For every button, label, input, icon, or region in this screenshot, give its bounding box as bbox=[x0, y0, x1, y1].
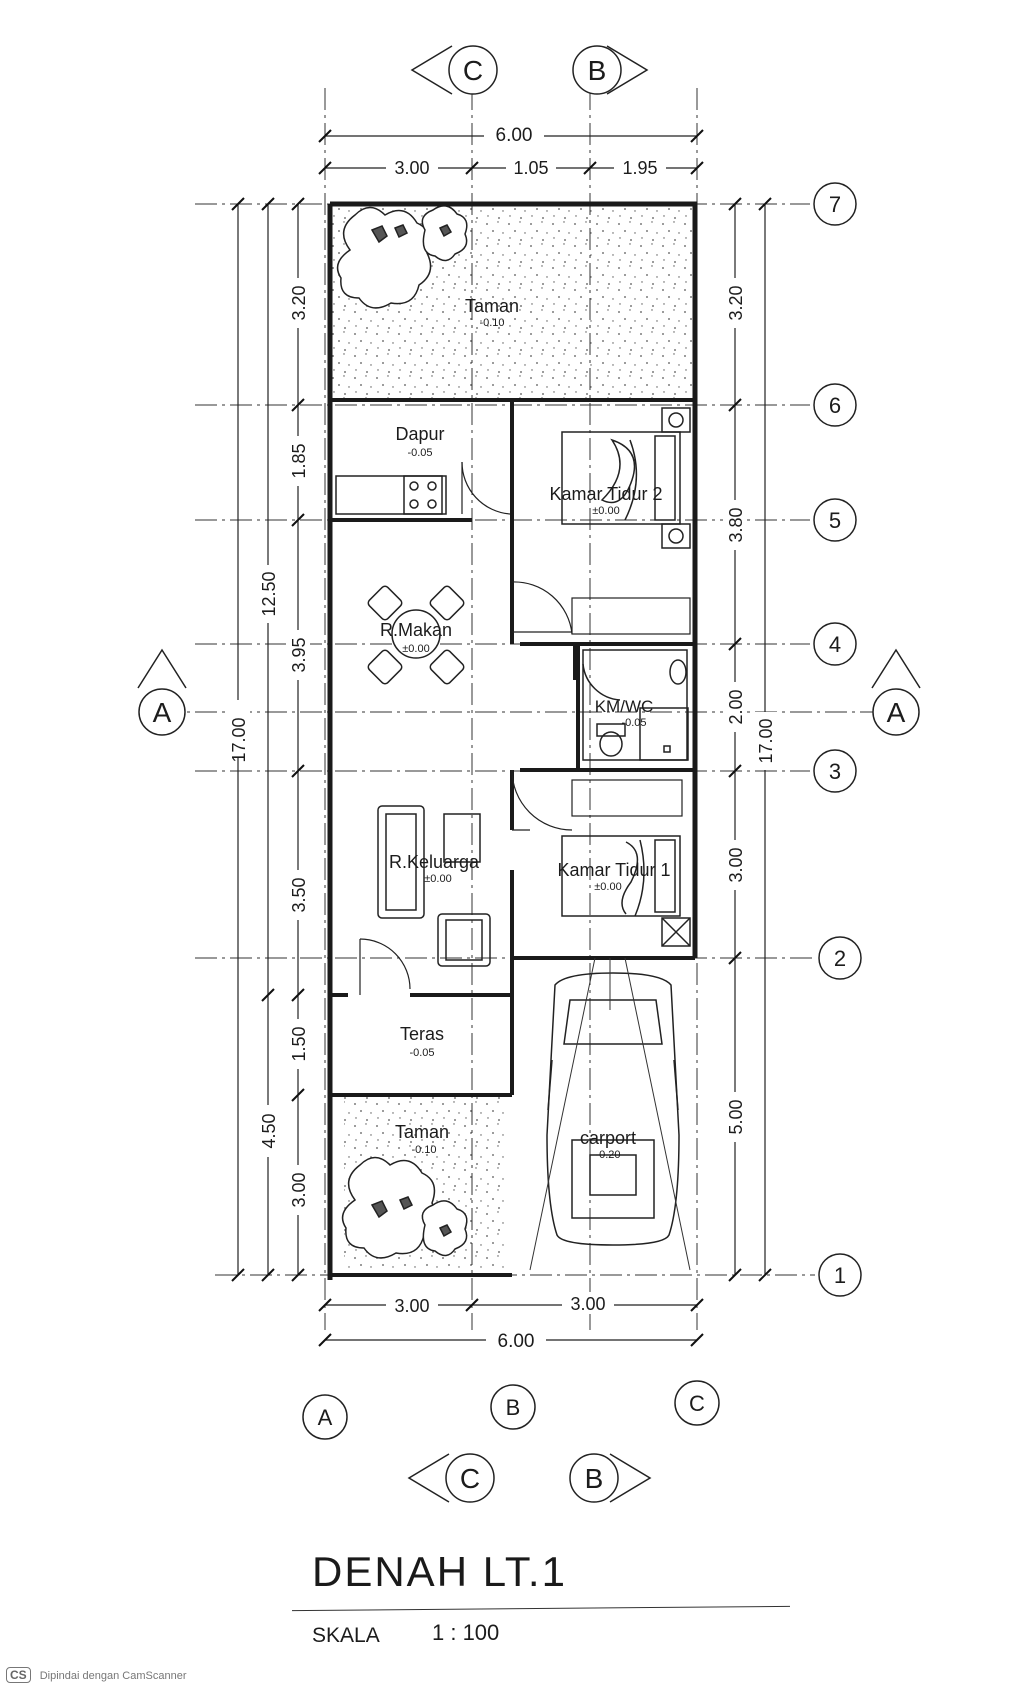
room-level-kmwc: -0.05 bbox=[621, 717, 646, 729]
grid-row-label: 4 bbox=[829, 632, 841, 657]
door-kamar-2 bbox=[511, 581, 691, 635]
grid-col-label: C bbox=[689, 1391, 705, 1416]
drawing-title: DENAH LT.1 bbox=[312, 1548, 567, 1595]
living-furniture bbox=[377, 805, 491, 967]
dim-bottom-total: 6.00 bbox=[498, 1331, 535, 1352]
dim-top-total: 6.00 bbox=[496, 125, 533, 146]
bed-2 bbox=[561, 407, 691, 549]
room-level-dapur: -0.05 bbox=[407, 447, 432, 459]
room-level-r-makan: ±0.00 bbox=[402, 643, 429, 655]
room-level-kamar-tidur-1: ±0.00 bbox=[594, 881, 621, 893]
dim-right-4: 3.00 bbox=[726, 847, 746, 882]
room-name-kamar-tidur-2: Kamar Tidur 2 bbox=[549, 484, 662, 504]
section-markers bbox=[137, 45, 921, 1503]
grid-row-label: 3 bbox=[829, 759, 841, 784]
floor-plan-drawing: 6.00 3.00 1.05 1.95 3.00 3.00 6.00 17.00… bbox=[137, 45, 921, 1503]
kitchen-counter bbox=[335, 475, 447, 515]
dim-left-bot: 4.50 bbox=[259, 1113, 279, 1148]
tree-bottom bbox=[341, 1156, 468, 1259]
interior-walls bbox=[330, 398, 695, 1277]
dim-right-3: 2.00 bbox=[726, 689, 746, 724]
dim-labels-bottom: 3.00 3.00 6.00 bbox=[386, 1292, 614, 1352]
dim-right-2: 3.80 bbox=[726, 507, 746, 542]
room-level-taman-top: -0.10 bbox=[479, 317, 504, 329]
scanner-footer: CS Dipindai dengan CamScanner bbox=[6, 1667, 187, 1683]
section-labels: C B C B A A bbox=[153, 55, 906, 1494]
camscanner-logo: CS bbox=[6, 1667, 31, 1683]
room-name-kamar-tidur-1: Kamar Tidur 1 bbox=[557, 860, 670, 880]
title-underline bbox=[292, 1605, 790, 1612]
room-level-teras: -0.05 bbox=[409, 1047, 434, 1059]
dim-left-total: 17.00 bbox=[229, 717, 249, 762]
room-labels: Taman -0.10 Dapur -0.05 Kamar Tidur 2 ±0… bbox=[380, 296, 671, 1161]
room-name-r-makan: R.Makan bbox=[380, 620, 452, 640]
grid-row-label: 6 bbox=[829, 393, 841, 418]
dim-labels-top: 6.00 3.00 1.05 1.95 bbox=[386, 122, 666, 178]
grid-bubbles-rows bbox=[813, 182, 862, 1297]
dim-bottom-b: 3.00 bbox=[570, 1294, 605, 1314]
room-level-carport: -0.20 bbox=[595, 1149, 620, 1161]
grid-row-label: 5 bbox=[829, 508, 841, 533]
grid-col-label: B bbox=[506, 1395, 521, 1420]
dim-right-5: 5.00 bbox=[726, 1099, 746, 1134]
grid-labels-cols: A B C bbox=[318, 1391, 705, 1430]
scale-value: 1 : 100 bbox=[432, 1620, 500, 1645]
dim-left-3: 3.95 bbox=[289, 637, 309, 672]
room-name-taman-top: Taman bbox=[465, 296, 519, 316]
dim-labels-right: 17.00 3.20 3.80 2.00 3.00 5.00 bbox=[723, 278, 777, 1142]
tree-top bbox=[336, 205, 468, 309]
grid-row-label: 1 bbox=[834, 1263, 846, 1288]
dim-labels-left: 17.00 12.50 4.50 3.20 1.85 3.95 3.50 1.5… bbox=[226, 278, 310, 1215]
section-label: A bbox=[887, 697, 906, 728]
bed-1 bbox=[561, 835, 691, 947]
room-name-kmwc: KM/WC bbox=[595, 697, 654, 716]
dim-top-b: 1.05 bbox=[513, 158, 548, 178]
room-level-kamar-tidur-2: ±0.00 bbox=[592, 505, 619, 517]
dim-left-mid: 12.50 bbox=[259, 571, 279, 616]
door-family bbox=[359, 769, 683, 995]
grid-bubbles-cols bbox=[302, 1380, 720, 1440]
section-label: C bbox=[460, 1463, 480, 1494]
dim-left-6: 3.00 bbox=[289, 1172, 309, 1207]
room-level-r-keluarga: ±0.00 bbox=[424, 873, 451, 885]
grid-row-label: 2 bbox=[834, 946, 846, 971]
dim-left-4: 3.50 bbox=[289, 877, 309, 912]
room-name-dapur: Dapur bbox=[395, 424, 444, 444]
grid-row-label: 7 bbox=[829, 192, 841, 217]
room-name-r-keluarga: R.Keluarga bbox=[389, 852, 480, 872]
door-kitchen bbox=[461, 461, 511, 515]
bathroom-fixtures bbox=[582, 649, 689, 761]
section-label: C bbox=[463, 55, 483, 86]
room-level-taman-bottom: -0.10 bbox=[411, 1144, 436, 1156]
carport-lines bbox=[529, 957, 691, 1271]
car bbox=[546, 972, 680, 1246]
grid-col-label: A bbox=[318, 1405, 333, 1430]
dim-top-a: 3.00 bbox=[394, 158, 429, 178]
dining-set bbox=[367, 585, 465, 685]
dim-left-1: 3.20 bbox=[289, 285, 309, 320]
scanner-footer-text: Dipindai dengan CamScanner bbox=[39, 1670, 187, 1682]
dim-bottom-a: 3.00 bbox=[394, 1296, 429, 1316]
dim-left-2: 1.85 bbox=[289, 443, 309, 478]
exterior-walls bbox=[327, 201, 698, 1280]
dim-right-total: 17.00 bbox=[756, 718, 776, 763]
room-name-teras: Teras bbox=[400, 1024, 444, 1044]
dim-left-5: 1.50 bbox=[289, 1026, 309, 1061]
room-name-carport: carport bbox=[580, 1128, 636, 1148]
grid-labels-rows: 7 6 5 4 3 2 1 bbox=[829, 192, 846, 1288]
dim-top-c: 1.95 bbox=[622, 158, 657, 178]
scale-label: SKALA bbox=[312, 1624, 380, 1647]
section-label: B bbox=[585, 1463, 604, 1494]
section-label: B bbox=[588, 55, 607, 86]
dim-right-1: 3.20 bbox=[726, 285, 746, 320]
room-name-taman-bottom: Taman bbox=[395, 1122, 449, 1142]
section-label: A bbox=[153, 697, 172, 728]
